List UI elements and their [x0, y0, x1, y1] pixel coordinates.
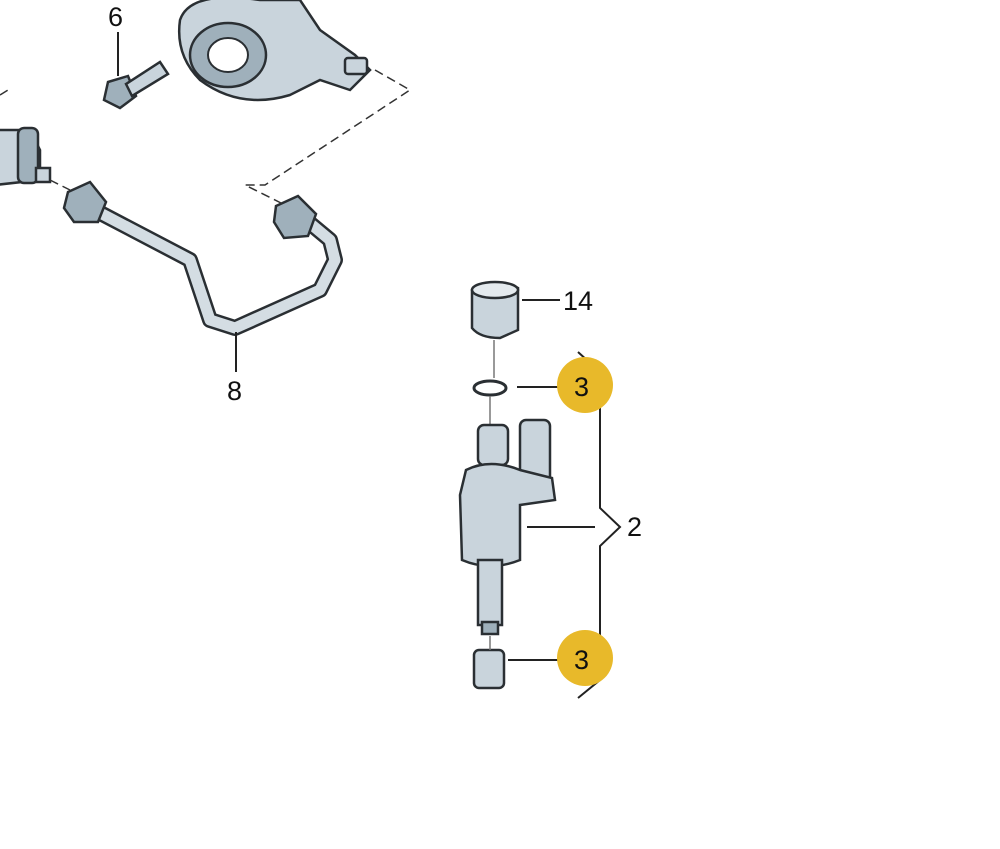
fuel-injector — [458, 418, 557, 690]
callout-14[interactable]: 14 — [563, 286, 593, 316]
callout-3-bottom-highlight — [557, 630, 613, 686]
fuel-pipe — [62, 180, 343, 336]
retaining-clip — [470, 280, 520, 340]
callout-3-top[interactable]: 3 — [574, 372, 589, 402]
bolt — [102, 60, 170, 110]
callout-3-top-highlight — [557, 357, 613, 413]
fuel-rail-left — [0, 126, 52, 186]
callout-3-bottom[interactable]: 3 — [574, 645, 589, 675]
callout-2[interactable]: 2 — [627, 512, 642, 542]
callout-6[interactable]: 6 — [108, 2, 123, 32]
fuel-pump — [178, 0, 372, 102]
callout-8[interactable]: 8 — [227, 376, 242, 406]
o-ring — [472, 379, 508, 397]
